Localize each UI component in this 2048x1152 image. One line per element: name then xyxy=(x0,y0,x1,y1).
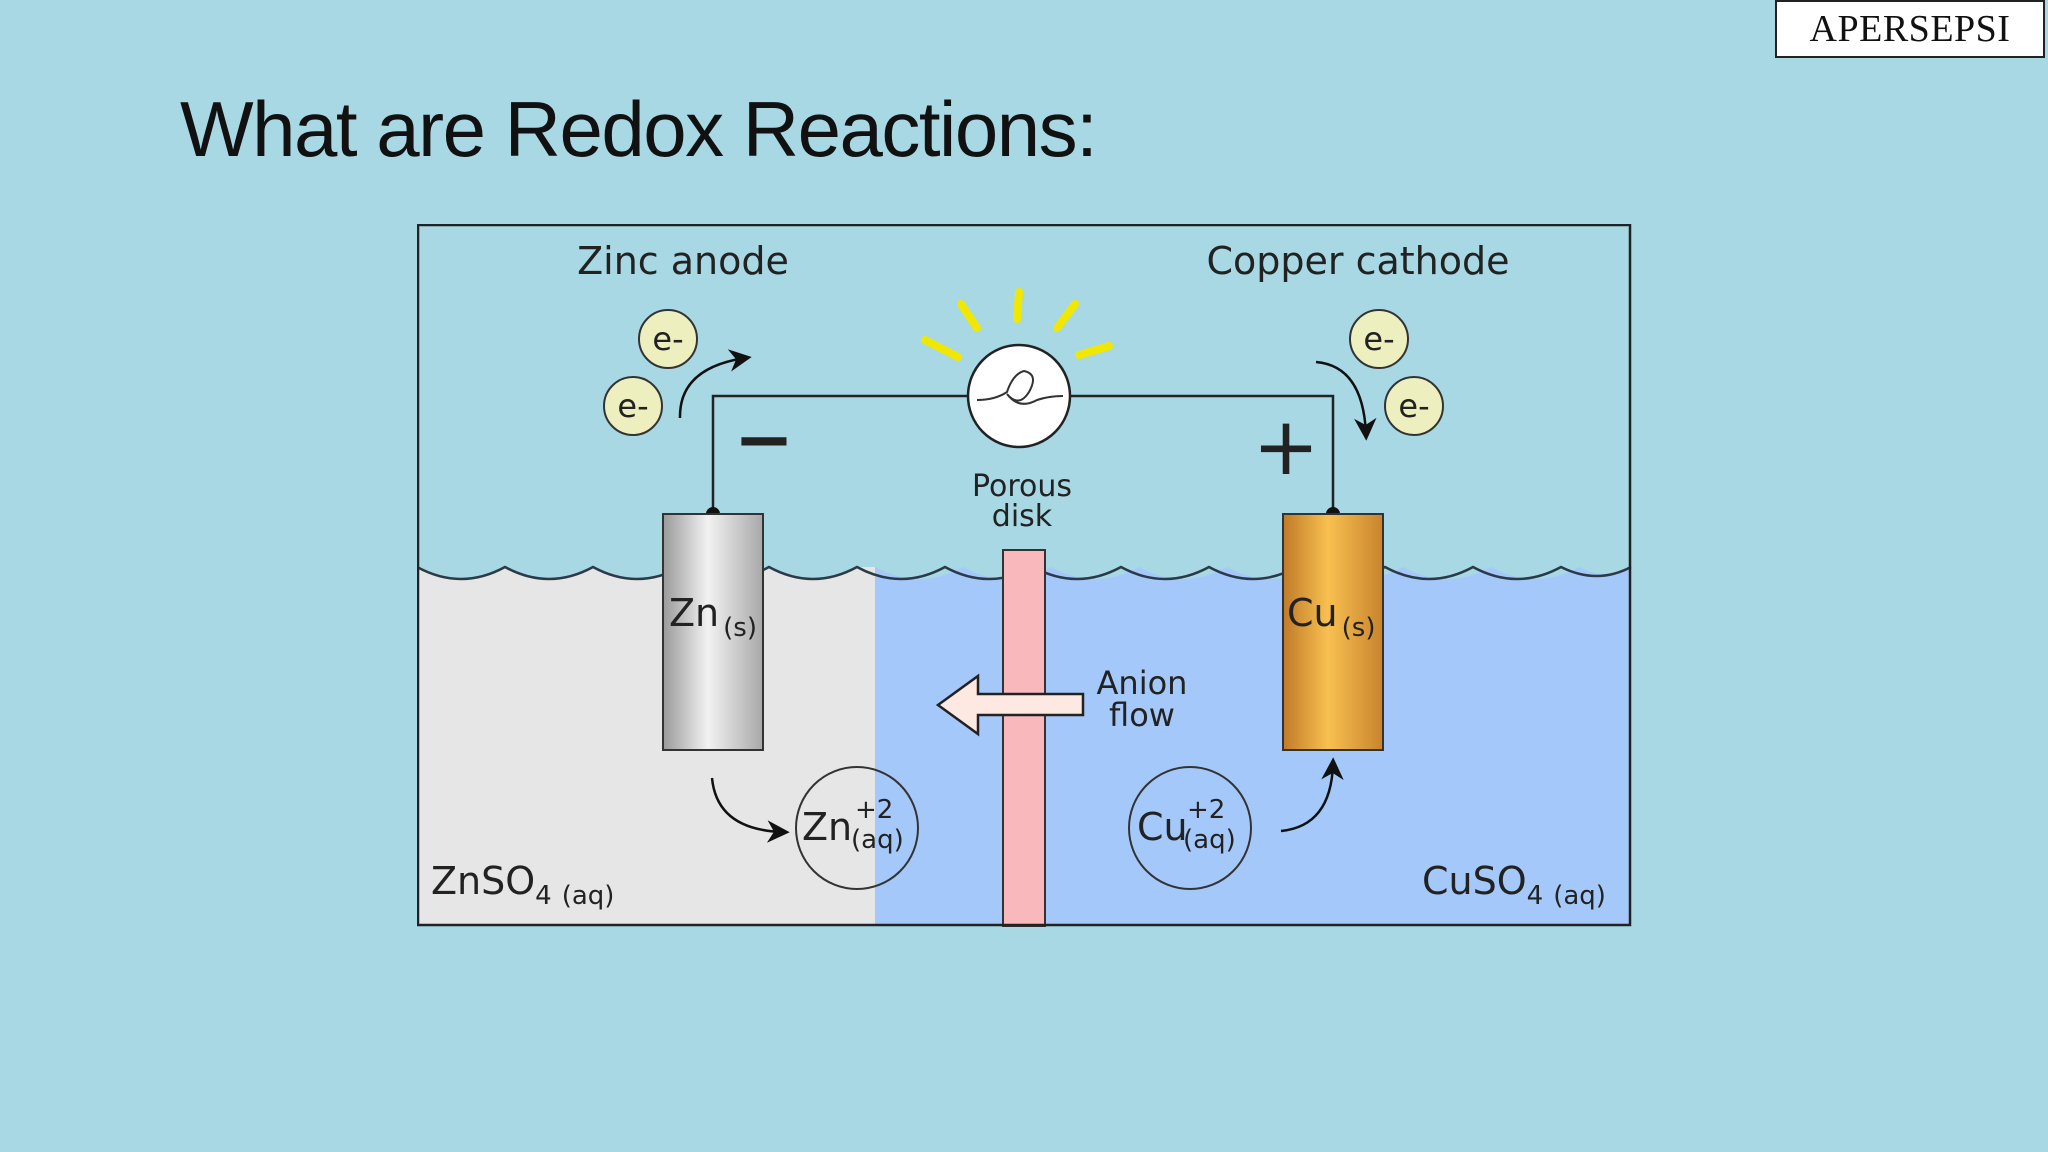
cuso4-label: CuSO4(aq) xyxy=(1422,859,1606,911)
porous-disk xyxy=(1002,549,1046,927)
slide-title: What are Redox Reactions: xyxy=(180,85,1098,173)
svg-text:e-: e- xyxy=(617,387,648,425)
zn-ion-charge: +2 xyxy=(855,795,893,825)
electron-icon: e- xyxy=(1349,309,1409,369)
galvanic-cell-diagram: Zn(s) Cu(s) Zinc anode Copper cathode − … xyxy=(417,224,1632,927)
svg-text:e-: e- xyxy=(1363,320,1394,358)
cu-ion-arrow xyxy=(1280,757,1344,833)
electron-icon: e- xyxy=(638,309,698,369)
circuit-wire xyxy=(711,394,1335,514)
zinc-electrode xyxy=(662,513,764,751)
porous-disk-label: disk xyxy=(992,499,1053,534)
porous-disk-label: Porous xyxy=(972,469,1072,504)
cu-ion xyxy=(1128,766,1252,890)
electron-icon: e- xyxy=(1384,376,1444,436)
electron-icon: e- xyxy=(603,376,663,436)
zn-ion-state: (aq) xyxy=(851,825,904,855)
electron-flow-arrow xyxy=(678,349,752,419)
anion-flow-label: Anion xyxy=(1097,664,1188,702)
zn-ion xyxy=(795,766,919,890)
copper-cathode-label: Copper cathode xyxy=(1206,239,1509,283)
cu-ion-state: (aq) xyxy=(1183,825,1236,855)
cu-electrode-label: Cu(s) xyxy=(1287,591,1375,643)
electron-flow-arrow xyxy=(1315,360,1377,441)
positive-sign: + xyxy=(1252,400,1319,493)
diagram-frame xyxy=(417,224,1632,927)
znso4-label: ZnSO4(aq) xyxy=(431,859,614,911)
light-bulb-icon xyxy=(966,343,1072,449)
anion-flow-label: flow xyxy=(1109,696,1175,734)
anion-flow-arrow xyxy=(935,673,1085,737)
negative-sign: − xyxy=(734,397,794,481)
cu-ion-label: Cu xyxy=(1137,805,1188,849)
copper-electrode xyxy=(1282,513,1384,751)
svg-text:e-: e- xyxy=(652,320,683,358)
light-rays-icon xyxy=(921,288,1113,361)
zn-ion-label: Zn xyxy=(802,805,852,849)
svg-text:e-: e- xyxy=(1398,387,1429,425)
watermark-label: APERSEPSI xyxy=(1775,0,2045,58)
cuso4-solution xyxy=(875,567,1631,926)
zn-electrode-label: Zn(s) xyxy=(669,591,757,643)
zn-ion-arrow xyxy=(710,777,790,843)
zinc-anode-label: Zinc anode xyxy=(577,239,789,283)
cu-ion-charge: +2 xyxy=(1187,795,1225,825)
